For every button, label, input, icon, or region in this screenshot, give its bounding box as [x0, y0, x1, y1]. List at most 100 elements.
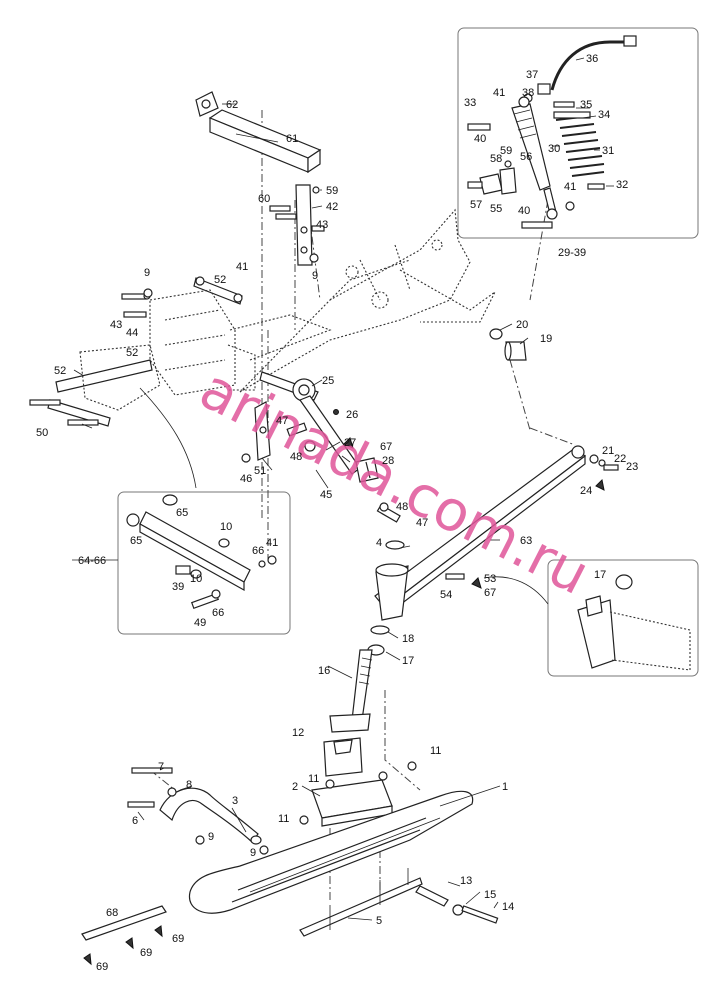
label-9d: 9: [250, 847, 256, 859]
label-52c: 52: [54, 365, 66, 377]
label-35: 35: [580, 99, 592, 111]
bushing-28: [355, 457, 379, 483]
label-15: 15: [484, 889, 496, 901]
shock-30: [511, 103, 558, 220]
label-41b: 41: [493, 87, 505, 99]
nut-67-lower: [471, 577, 482, 589]
label-43b: 43: [110, 319, 122, 331]
label-7: 7: [158, 761, 164, 773]
label-38: 38: [522, 87, 534, 99]
nut-9-top: [309, 253, 319, 263]
rear-mount-block: [149, 289, 256, 396]
label-60: 60: [258, 193, 270, 205]
label-11b: 11: [308, 773, 319, 785]
label-39: 39: [172, 581, 184, 593]
label-16: 16: [318, 665, 330, 677]
bolt-50-a: [29, 399, 61, 406]
label-6: 6: [132, 815, 138, 827]
label-31: 31: [602, 145, 614, 157]
label-32: 32: [616, 179, 628, 191]
spindle-16: [329, 649, 373, 733]
label-40a: 40: [474, 133, 486, 145]
label-53: 53: [484, 573, 496, 585]
label-48b: 48: [396, 501, 408, 513]
bolt-40-bot: [521, 221, 553, 229]
label-20: 20: [516, 319, 528, 331]
nut-9-ski-b: [259, 845, 269, 855]
bracket-42: [295, 184, 313, 266]
label-22: 22: [614, 453, 626, 465]
label-26: 26: [346, 409, 358, 421]
nut-11-a: [325, 779, 335, 789]
label-67a: 67: [380, 441, 392, 453]
bolt-assembly-13-15: [415, 885, 499, 924]
runner-5: [299, 868, 423, 937]
ski-1: [188, 790, 474, 914]
label-41c: 41: [564, 181, 576, 193]
nut-11-d: [407, 761, 417, 771]
label-21: 21: [602, 445, 614, 457]
label-47b: 47: [416, 517, 428, 529]
screw-69-c: [83, 953, 92, 966]
label-37: 37: [526, 69, 538, 81]
label-34: 34: [598, 109, 610, 121]
bolt-53-54: [445, 573, 465, 580]
bushing-41-top: [518, 96, 530, 108]
label-18: 18: [402, 633, 414, 645]
label-8: 8: [186, 779, 192, 791]
label-58: 58: [490, 153, 502, 165]
label-23: 23: [626, 461, 638, 473]
handle-3: [159, 787, 262, 845]
nut-67-upper: [343, 437, 354, 449]
label-61: 61: [286, 133, 298, 145]
label-69a: 69: [172, 933, 184, 945]
bolt-57: [467, 181, 483, 189]
bolt-43-top: [311, 225, 325, 232]
label-66a: 66: [252, 545, 264, 557]
nut-11-b: [378, 771, 388, 781]
label-56: 56: [520, 151, 532, 163]
label-46: 46: [240, 473, 252, 485]
washer-48-upper: [304, 440, 316, 452]
label-69b: 69: [140, 947, 152, 959]
label-4: 4: [376, 537, 382, 549]
bracket-55-56: [479, 160, 517, 195]
leader-lines: [72, 57, 614, 921]
label-49: 49: [194, 617, 206, 629]
label-69c: 69: [96, 961, 108, 973]
label-17a: 17: [402, 655, 414, 667]
label-19: 19: [540, 333, 552, 345]
bolt-47-lower: [376, 502, 401, 523]
label-11c: 11: [278, 813, 289, 825]
label-65a: 65: [176, 507, 188, 519]
label-17b: 17: [594, 569, 606, 581]
label-41a: 41: [236, 261, 248, 273]
shock-inset-box: [457, 27, 699, 239]
label-54: 54: [440, 589, 452, 601]
knuckle-4: [375, 540, 409, 621]
label-group-arm: 64-66: [78, 555, 106, 567]
label-25: 25: [322, 375, 334, 387]
label-36: 36: [586, 53, 598, 65]
label-57: 57: [470, 199, 482, 211]
bracket-61: [208, 109, 322, 174]
nut-8: [167, 787, 177, 797]
label-50: 50: [36, 427, 48, 439]
label-24: 24: [580, 485, 592, 497]
label-52a: 52: [214, 274, 226, 286]
plate-68: [81, 905, 167, 941]
nut-59: [312, 186, 320, 194]
label-42: 42: [326, 201, 338, 213]
bracket-51: [254, 401, 271, 461]
bolt-26: [333, 409, 339, 415]
ring-18: [370, 625, 390, 635]
label-62: 62: [226, 99, 238, 111]
label-10b: 10: [190, 573, 202, 585]
label-2: 2: [292, 781, 298, 793]
hose-36: [550, 35, 637, 91]
clip-32: [587, 183, 605, 190]
bolt-47-upper: [286, 422, 308, 437]
label-1: 1: [502, 781, 508, 793]
label-55: 55: [490, 203, 502, 215]
label-41d: 41: [266, 537, 278, 549]
